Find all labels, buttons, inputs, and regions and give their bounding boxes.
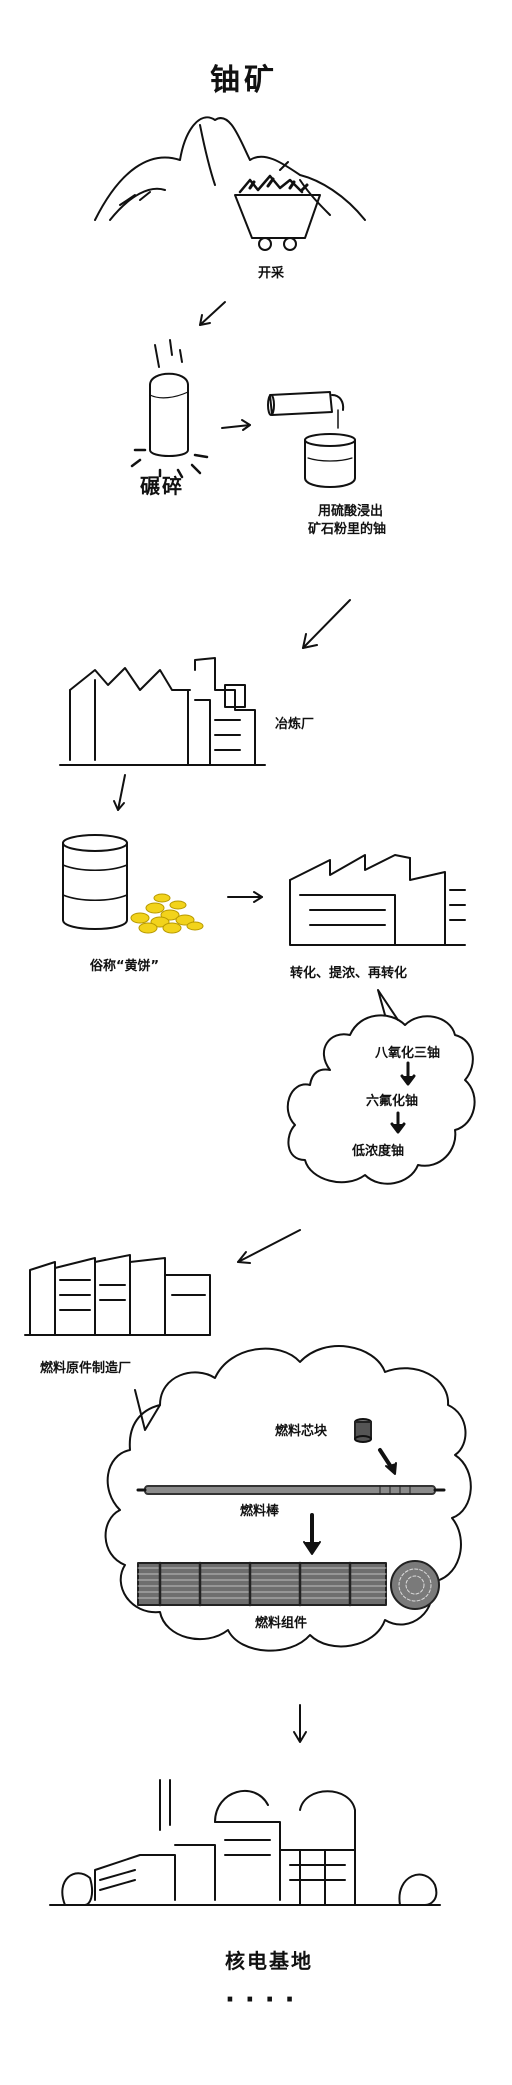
arrow-fuel-to-base bbox=[293, 1704, 307, 1743]
nuclear-plant bbox=[49, 1779, 441, 1906]
label-mining: 开采 bbox=[258, 266, 285, 281]
label-leu: 低浓度铀 bbox=[352, 1144, 405, 1159]
page-title: 铀矿 bbox=[210, 63, 278, 98]
conversion-factory bbox=[289, 854, 466, 946]
label-pellet: 燃料芯块 bbox=[275, 1424, 328, 1439]
fuel-assembly bbox=[137, 1560, 440, 1610]
label-fuel-factory: 燃料原件制造厂 bbox=[40, 1361, 132, 1376]
barrel-illustration bbox=[62, 834, 128, 930]
arrow-smelter-to-yellowcake bbox=[113, 774, 126, 811]
arrow-yellowcake-to-conversion bbox=[227, 891, 263, 903]
label-leaching-line2: 矿石粉里的铀 bbox=[308, 522, 387, 537]
label-conversion: 转化、提浓、再转化 bbox=[290, 966, 408, 981]
label-smelter: 冶炼厂 bbox=[275, 717, 315, 732]
arrow-crushing-to-leaching bbox=[221, 419, 251, 431]
crushing-illustration bbox=[130, 339, 209, 479]
label-assembly: 燃料组件 bbox=[255, 1616, 308, 1631]
mountain-illustration bbox=[94, 116, 366, 221]
arrow-leaching-to-smelter bbox=[302, 599, 351, 649]
label-nuclear-base: 核电基地 bbox=[225, 1949, 313, 1973]
label-rod: 燃料棒 bbox=[240, 1504, 280, 1519]
fuel-rod bbox=[136, 1485, 446, 1495]
label-crushing: 碾碎 bbox=[140, 474, 184, 498]
arrow-conversion-to-fuel-factory bbox=[237, 1229, 301, 1264]
arrow-rod-to-assembly bbox=[303, 1513, 321, 1555]
leaching-illustration bbox=[267, 391, 356, 488]
mine-cart bbox=[234, 174, 321, 251]
label-leaching-line1: 用硫酸浸出 bbox=[318, 504, 384, 519]
arrow-pellet-to-rod bbox=[378, 1448, 397, 1475]
label-yellowcake: 俗称“黄饼” bbox=[90, 959, 160, 974]
fuel-factory bbox=[24, 1254, 211, 1336]
fuel-cloud bbox=[104, 1345, 472, 1652]
fuel-pellet bbox=[354, 1418, 372, 1443]
smelter-illustration bbox=[59, 657, 266, 766]
conversion-cloud bbox=[286, 989, 476, 1185]
yellowcake-pile bbox=[130, 893, 204, 934]
conversion-cloud-arrows bbox=[390, 1061, 416, 1134]
arrow-mining-to-crushing bbox=[199, 301, 226, 326]
label-uf8: 八氧化三铀 bbox=[375, 1046, 441, 1061]
label-uf6: 六氟化铀 bbox=[366, 1094, 419, 1109]
label-ellipsis: ···· bbox=[225, 1985, 305, 2015]
